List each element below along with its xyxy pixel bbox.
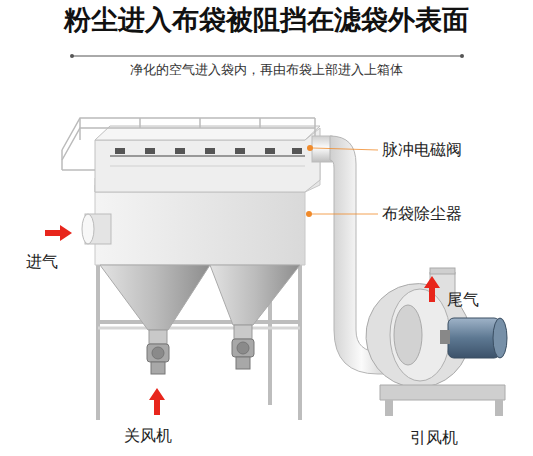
part-label: 引风机 (410, 428, 458, 447)
part-label: 关风机 (124, 426, 172, 445)
flow-label: 进气 (26, 252, 58, 271)
title: 粉尘进入布袋被阻挡在滤袋外表面 (64, 4, 469, 36)
part-label: 布袋除尘器 (382, 204, 462, 223)
flow-label: 尾气 (447, 290, 479, 309)
subtitle: 净化的空气进入袋内，再由布袋上部进入上箱体 (130, 62, 403, 78)
part-label: 脉冲电磁阀 (382, 140, 462, 159)
